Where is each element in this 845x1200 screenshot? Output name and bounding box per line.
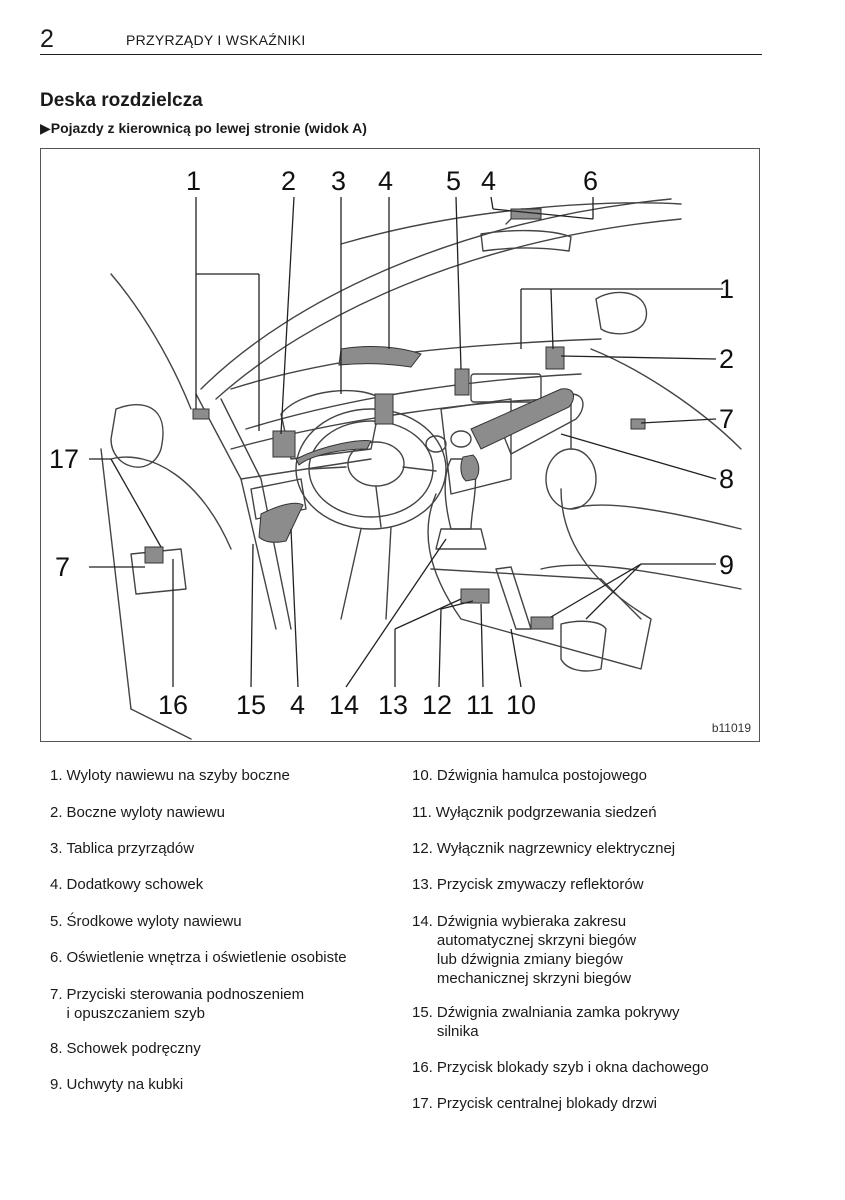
legend-item: 9. Uchwyty na kubki: [50, 1076, 184, 1093]
callout-8-right: 8: [719, 464, 735, 494]
callout-16: 16: [158, 690, 189, 720]
legend-item: 6. Oświetlenie wnętrza i oświetlenie oso…: [50, 949, 347, 966]
callout-13: 13: [378, 690, 409, 720]
dashboard-illustration: 1 2 3 4 5 4 6 1 2 7 8 9 17 7 16 15 4 14 …: [40, 148, 760, 742]
legend-item: 17. Przycisk centralnej blokady drzwi: [412, 1095, 657, 1112]
callout-14: 14: [329, 690, 360, 720]
legend-item: 11. Wyłącznik podgrzewania siedzeń: [412, 804, 657, 821]
callout-3: 3: [331, 166, 347, 196]
legend-item: 15. Dźwignia zwalniania zamka pokrywy si…: [412, 1004, 680, 1040]
legend-item: 16. Przycisk blokady szyb i okna dachowe…: [412, 1059, 709, 1076]
running-title: PRZYRZĄDY I WSKAŹNIKI: [126, 32, 306, 48]
callout-11: 11: [466, 690, 495, 720]
legend-item: 8. Schowek podręczny: [50, 1040, 201, 1057]
legend-item: 3. Tablica przyrządów: [50, 840, 195, 857]
callout-4-top-right: 4: [481, 166, 497, 196]
callout-7-left: 7: [55, 552, 71, 582]
callout-2-right: 2: [719, 344, 735, 374]
legend-item: 7. Przyciski sterowania podnoszeniem i o…: [50, 986, 305, 1022]
callout-17-left: 17: [49, 444, 80, 474]
callout-6: 6: [583, 166, 599, 196]
section-subtitle: ▶Pojazdy z kierownicą po lewej stronie (…: [40, 120, 367, 136]
callout-4-bottom: 4: [290, 690, 306, 720]
legend-item: 14. Dźwignia wybieraka zakresu automatyc…: [412, 913, 637, 987]
page-number: 2: [40, 25, 54, 53]
section-title: Deska rozdzielcza: [40, 90, 203, 111]
figure-code: b11019: [711, 721, 751, 735]
callout-4: 4: [378, 166, 394, 196]
callout-10: 10: [506, 690, 537, 720]
callout-1: 1: [186, 166, 202, 196]
callout-7-right: 7: [719, 404, 735, 434]
legend-item: 12. Wyłącznik nagrzewnicy elektrycznej: [412, 840, 676, 857]
page-header: 2 PRZYRZĄDY I WSKAŹNIKI: [40, 26, 762, 55]
legend-item: 1. Wyloty nawiewu na szyby boczne: [50, 767, 290, 784]
callout-2: 2: [281, 166, 297, 196]
legend-item: 2. Boczne wyloty nawiewu: [50, 804, 225, 821]
callout-5: 5: [446, 166, 462, 196]
legend-item: 10. Dźwignia hamulca postojowego: [412, 767, 647, 784]
legend-item: 13. Przycisk zmywaczy reflektorów: [412, 876, 644, 893]
legend-item: 5. Środkowe wyloty nawiewu: [50, 913, 242, 930]
callout-15: 15: [236, 690, 267, 720]
callout-12: 12: [422, 690, 453, 720]
callout-9-right: 9: [719, 550, 735, 580]
dashboard-line-drawing: [89, 196, 742, 740]
callout-1-right: 1: [719, 274, 735, 304]
legend-item: 4. Dodatkowy schowek: [50, 876, 204, 893]
